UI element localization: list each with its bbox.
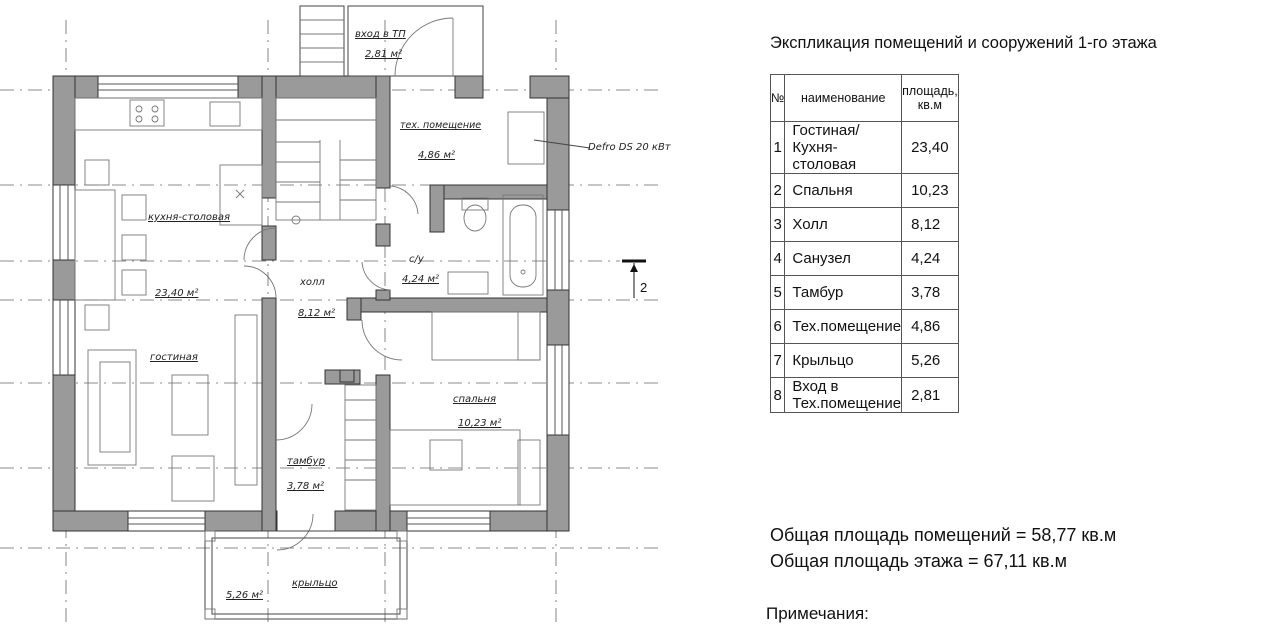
row-area: 3,78 <box>901 275 959 310</box>
room-name-gostinaya: гостиная <box>150 352 198 363</box>
row-number: 6 <box>769 309 786 344</box>
room-name-krylco: крыльцо <box>292 578 338 589</box>
row-number: 7 <box>769 343 786 378</box>
explication-table: № наименование площадь, кв.м 1 Гостиная/… <box>769 74 959 413</box>
table-row: 3 Холл 8,12 <box>769 207 959 242</box>
room-area-kukhnya: 23,40 м² <box>155 288 198 299</box>
notes-title: Примечания: <box>766 604 869 623</box>
room-area-vhod-tp: 2,81 м² <box>365 49 402 60</box>
row-name: Спальня <box>784 173 903 208</box>
room-area-su: 4,24 м² <box>402 274 439 285</box>
row-number: 4 <box>769 241 786 276</box>
table-row: 5 Тамбур 3,78 <box>769 275 959 310</box>
table-row: 2 Спальня 10,23 <box>769 173 959 208</box>
room-name-tambur: тамбур <box>287 455 325 467</box>
row-name: Санузел <box>784 241 903 276</box>
room-name-spalnya: спальня <box>453 394 496 405</box>
row-number: 5 <box>769 275 786 310</box>
table-row: 8 Вход в Тех.помещение 2,81 <box>769 377 959 413</box>
row-area: 4,24 <box>901 241 959 276</box>
row-area: 8,12 <box>901 207 959 242</box>
row-area: 5,26 <box>901 343 959 378</box>
room-labels: вход в ТП 2,81 м² тех. помещение 4,86 м²… <box>148 29 672 601</box>
row-name: Холл <box>784 207 903 242</box>
room-name-kholl: холл <box>299 277 325 288</box>
porch <box>204 530 408 620</box>
row-name: Гостиная/Кухня-столовая <box>784 121 903 174</box>
room-area-kholl: 8,12 м² <box>298 308 335 319</box>
header-number: № <box>769 74 786 122</box>
row-area: 10,23 <box>901 173 959 208</box>
tech-entrance <box>299 5 484 77</box>
living-furniture <box>87 349 215 502</box>
room-name-tekh: тех. помещение <box>400 120 481 131</box>
room-area-krylco: 5,26 м² <box>226 590 263 601</box>
table-row: 6 Тех.помещение 4,86 <box>769 309 959 344</box>
row-number: 1 <box>769 121 786 174</box>
tech-furniture <box>507 111 591 165</box>
table-row: 1 Гостиная/Кухня-столовая 23,40 <box>769 121 959 174</box>
room-name-kukhnya: кухня-столовая <box>148 212 230 223</box>
row-name: Крыльцо <box>784 343 903 378</box>
table-row: 4 Санузел 4,24 <box>769 241 959 276</box>
table-header-row: № наименование площадь, кв.м <box>769 74 959 122</box>
row-number: 8 <box>769 377 786 413</box>
total-floor-area: Общая площадь этажа = 67,11 кв.м <box>770 551 1067 571</box>
explication-title: Экспликация помещений и сооружений 1-го … <box>770 34 1157 52</box>
area-totals: Общая площадь помещений = 58,77 кв.м Общ… <box>770 522 1116 574</box>
row-name: Вход в Тех.помещение <box>784 377 903 413</box>
room-name-vhod-tp: вход в ТП <box>355 29 406 40</box>
row-area: 23,40 <box>901 121 959 174</box>
row-number: 3 <box>769 207 786 242</box>
section-mark-label: 2 <box>640 280 647 295</box>
floor-plan: 2 вход в ТП 2,81 м² тех. помещение 4,86 … <box>0 5 672 622</box>
section-mark: 2 <box>622 259 647 298</box>
header-name: наименование <box>784 74 903 122</box>
door-swings <box>243 185 419 551</box>
room-name-su: с/у <box>409 254 425 265</box>
row-name: Тех.помещение <box>784 309 903 344</box>
windows <box>52 75 570 532</box>
bedroom-furniture <box>389 311 541 506</box>
header-area: площадь, кв.м <box>901 74 959 122</box>
kitchen-furniture <box>74 97 263 486</box>
total-rooms-area: Общая площадь помещений = 58,77 кв.м <box>770 525 1117 545</box>
table-row: 7 Крыльцо 5,26 <box>769 343 959 378</box>
room-area-spalnya: 10,23 м² <box>458 418 501 429</box>
row-area: 2,81 <box>901 377 959 413</box>
bathroom-fixtures <box>447 194 544 296</box>
room-area-tekh: 4,86 м² <box>418 150 455 161</box>
row-name: Тамбур <box>784 275 903 310</box>
row-number: 2 <box>769 173 786 208</box>
tambour-closet <box>344 384 377 511</box>
room-area-tambur: 3,78 м² <box>287 481 324 492</box>
row-area: 4,86 <box>901 309 959 344</box>
boiler-label: Defro DS 20 кВт <box>588 142 672 153</box>
staircase <box>275 97 377 225</box>
